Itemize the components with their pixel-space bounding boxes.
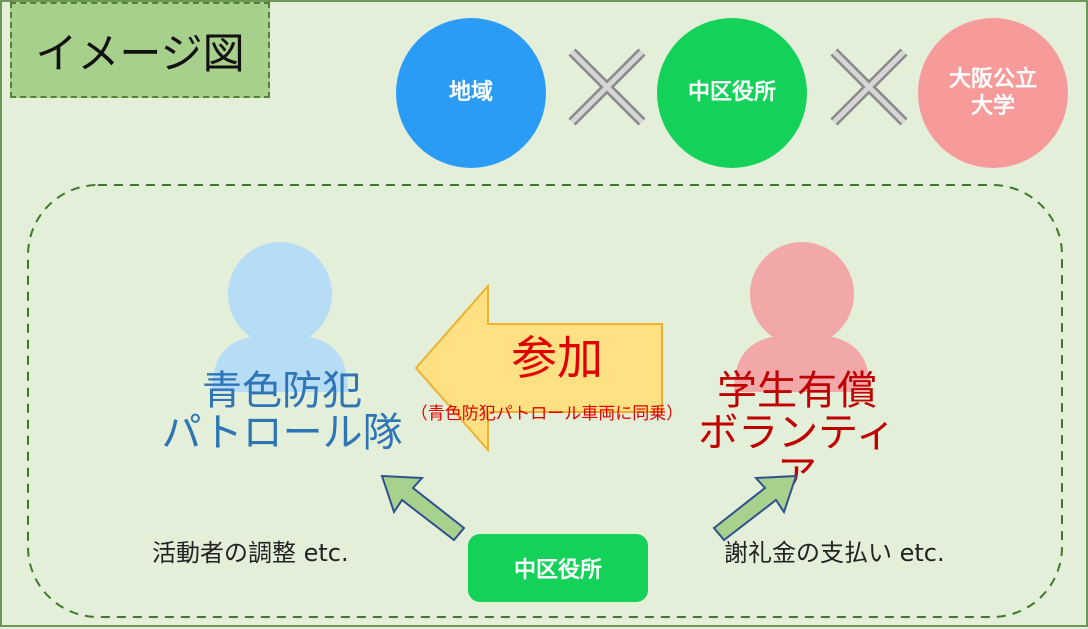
- patrol-team-label: 青色防犯 パトロール隊: [152, 370, 412, 454]
- partner-circle-community: 地域: [396, 18, 546, 168]
- ward-office-box: 中区役所: [468, 534, 648, 602]
- left-role-note: 活動者の調整 etc.: [152, 539, 349, 567]
- student-volunteer-person-icon: [734, 242, 870, 392]
- arrow-to-patrol-team-icon: [380, 474, 466, 542]
- partner-label-university-line2: 大学: [970, 94, 1015, 119]
- student-volunteer-label-line2: ボランティア: [698, 410, 896, 498]
- student-volunteer-label: 学生有償 ボランティア: [682, 370, 912, 496]
- partner-circle-ward-office: 中区役所: [657, 18, 807, 168]
- patrol-team-person-icon: [212, 242, 348, 392]
- arrow-to-student-volunteer-icon: [712, 474, 798, 542]
- participation-arrow: [414, 284, 663, 452]
- student-volunteer-label-line1: 学生有償: [717, 368, 877, 414]
- participation-label: 参加: [511, 331, 603, 385]
- participation-note: （青色防犯パトロール車両に同乗）: [410, 404, 684, 424]
- partner-circle-university: 大阪公立 大学: [918, 18, 1068, 168]
- page-title: イメージ図: [10, 2, 270, 98]
- partner-label-ward-office: 中区役所: [687, 80, 776, 106]
- partner-label-university-line1: 大阪公立: [948, 66, 1037, 92]
- cross-icon: [568, 48, 646, 126]
- cross-icon: [830, 48, 908, 126]
- partner-label-community: 地域: [448, 80, 493, 106]
- patrol-team-label-line2: パトロール隊: [161, 410, 403, 456]
- patrol-team-label-line1: 青色防犯: [202, 368, 362, 414]
- right-role-note: 謝礼金の支払い etc.: [724, 539, 945, 567]
